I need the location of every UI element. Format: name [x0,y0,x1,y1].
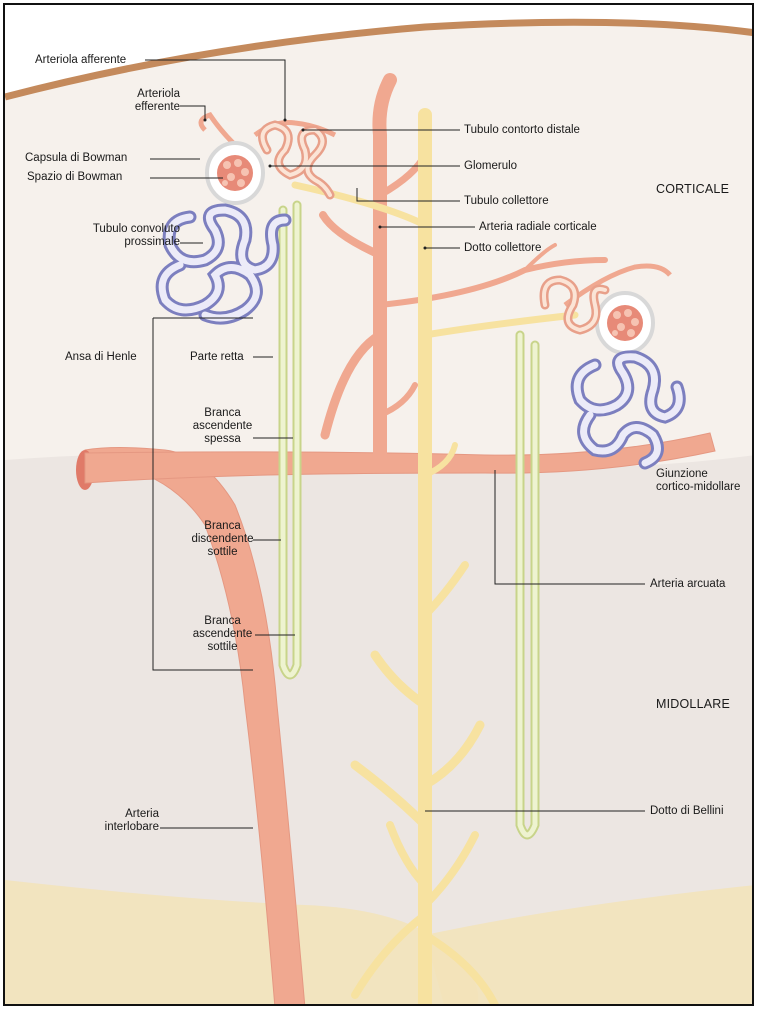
label-branca-asc-sottile-line3: sottile [185,641,260,654]
label-glomerulo: Glomerulo [464,160,517,173]
label-branca-disc-sottile-line2: discendente [185,533,260,546]
label-tubulo-convoluto-line1: Tubulo convoluto [25,223,180,236]
label-ansa-henle: Ansa di Henle [65,351,137,364]
label-spazio-bowman: Spazio di Bowman [27,171,122,184]
region-corticale: CORTICALE [656,183,729,196]
label-arteria-arcuata: Arteria arcuata [650,578,725,591]
diagram-frame: Arteriola afferente Arteriola efferente … [3,3,754,1006]
label-giunzione-line2: cortico-midollare [656,481,740,494]
region-midollare: MIDOLLARE [656,698,730,711]
label-arteria-interlobare-line1: Arteria [75,808,159,821]
label-arteria-interlobare: Arteria interlobare [75,808,159,834]
label-tubulo-convoluto-line2: prossimale [25,236,180,249]
label-branca-ascendente-spessa: Branca ascendente spessa [185,407,260,446]
label-branca-asc-spessa-line1: Branca [185,407,260,420]
label-arteriola-efferente-line2: efferente [75,101,180,114]
label-capsula-bowman: Capsula di Bowman [25,152,127,165]
label-branca-discendente-sottile: Branca discendente sottile [185,520,260,559]
label-branca-asc-spessa-line3: spessa [185,433,260,446]
label-parte-retta: Parte retta [190,351,244,364]
label-branca-ascendente-sottile: Branca ascendente sottile [185,615,260,654]
label-branca-asc-spessa-line2: ascendente [185,420,260,433]
label-arteria-interlobare-line2: interlobare [75,821,159,834]
label-giunzione-cortico-midollare: Giunzione cortico-midollare [656,468,740,494]
label-arteriola-afferente: Arteriola afferente [35,54,126,67]
label-giunzione-line1: Giunzione [656,468,740,481]
label-tubulo-collettore: Tubulo collettore [464,195,549,208]
label-branca-asc-sottile-line1: Branca [185,615,260,628]
label-tubulo-contorto-distale: Tubulo contorto distale [464,124,580,137]
label-arteriola-efferente: Arteriola efferente [75,88,180,114]
label-branca-asc-sottile-line2: ascendente [185,628,260,641]
label-dotto-bellini: Dotto di Bellini [650,805,724,818]
label-branca-disc-sottile-line1: Branca [185,520,260,533]
label-branca-disc-sottile-line3: sottile [185,546,260,559]
label-dotto-collettore: Dotto collettore [464,242,541,255]
label-arteriola-efferente-line1: Arteriola [75,88,180,101]
label-tubulo-convoluto-prossimale: Tubulo convoluto prossimale [25,223,180,249]
label-arteria-radiale-corticale: Arteria radiale corticale [479,221,597,234]
